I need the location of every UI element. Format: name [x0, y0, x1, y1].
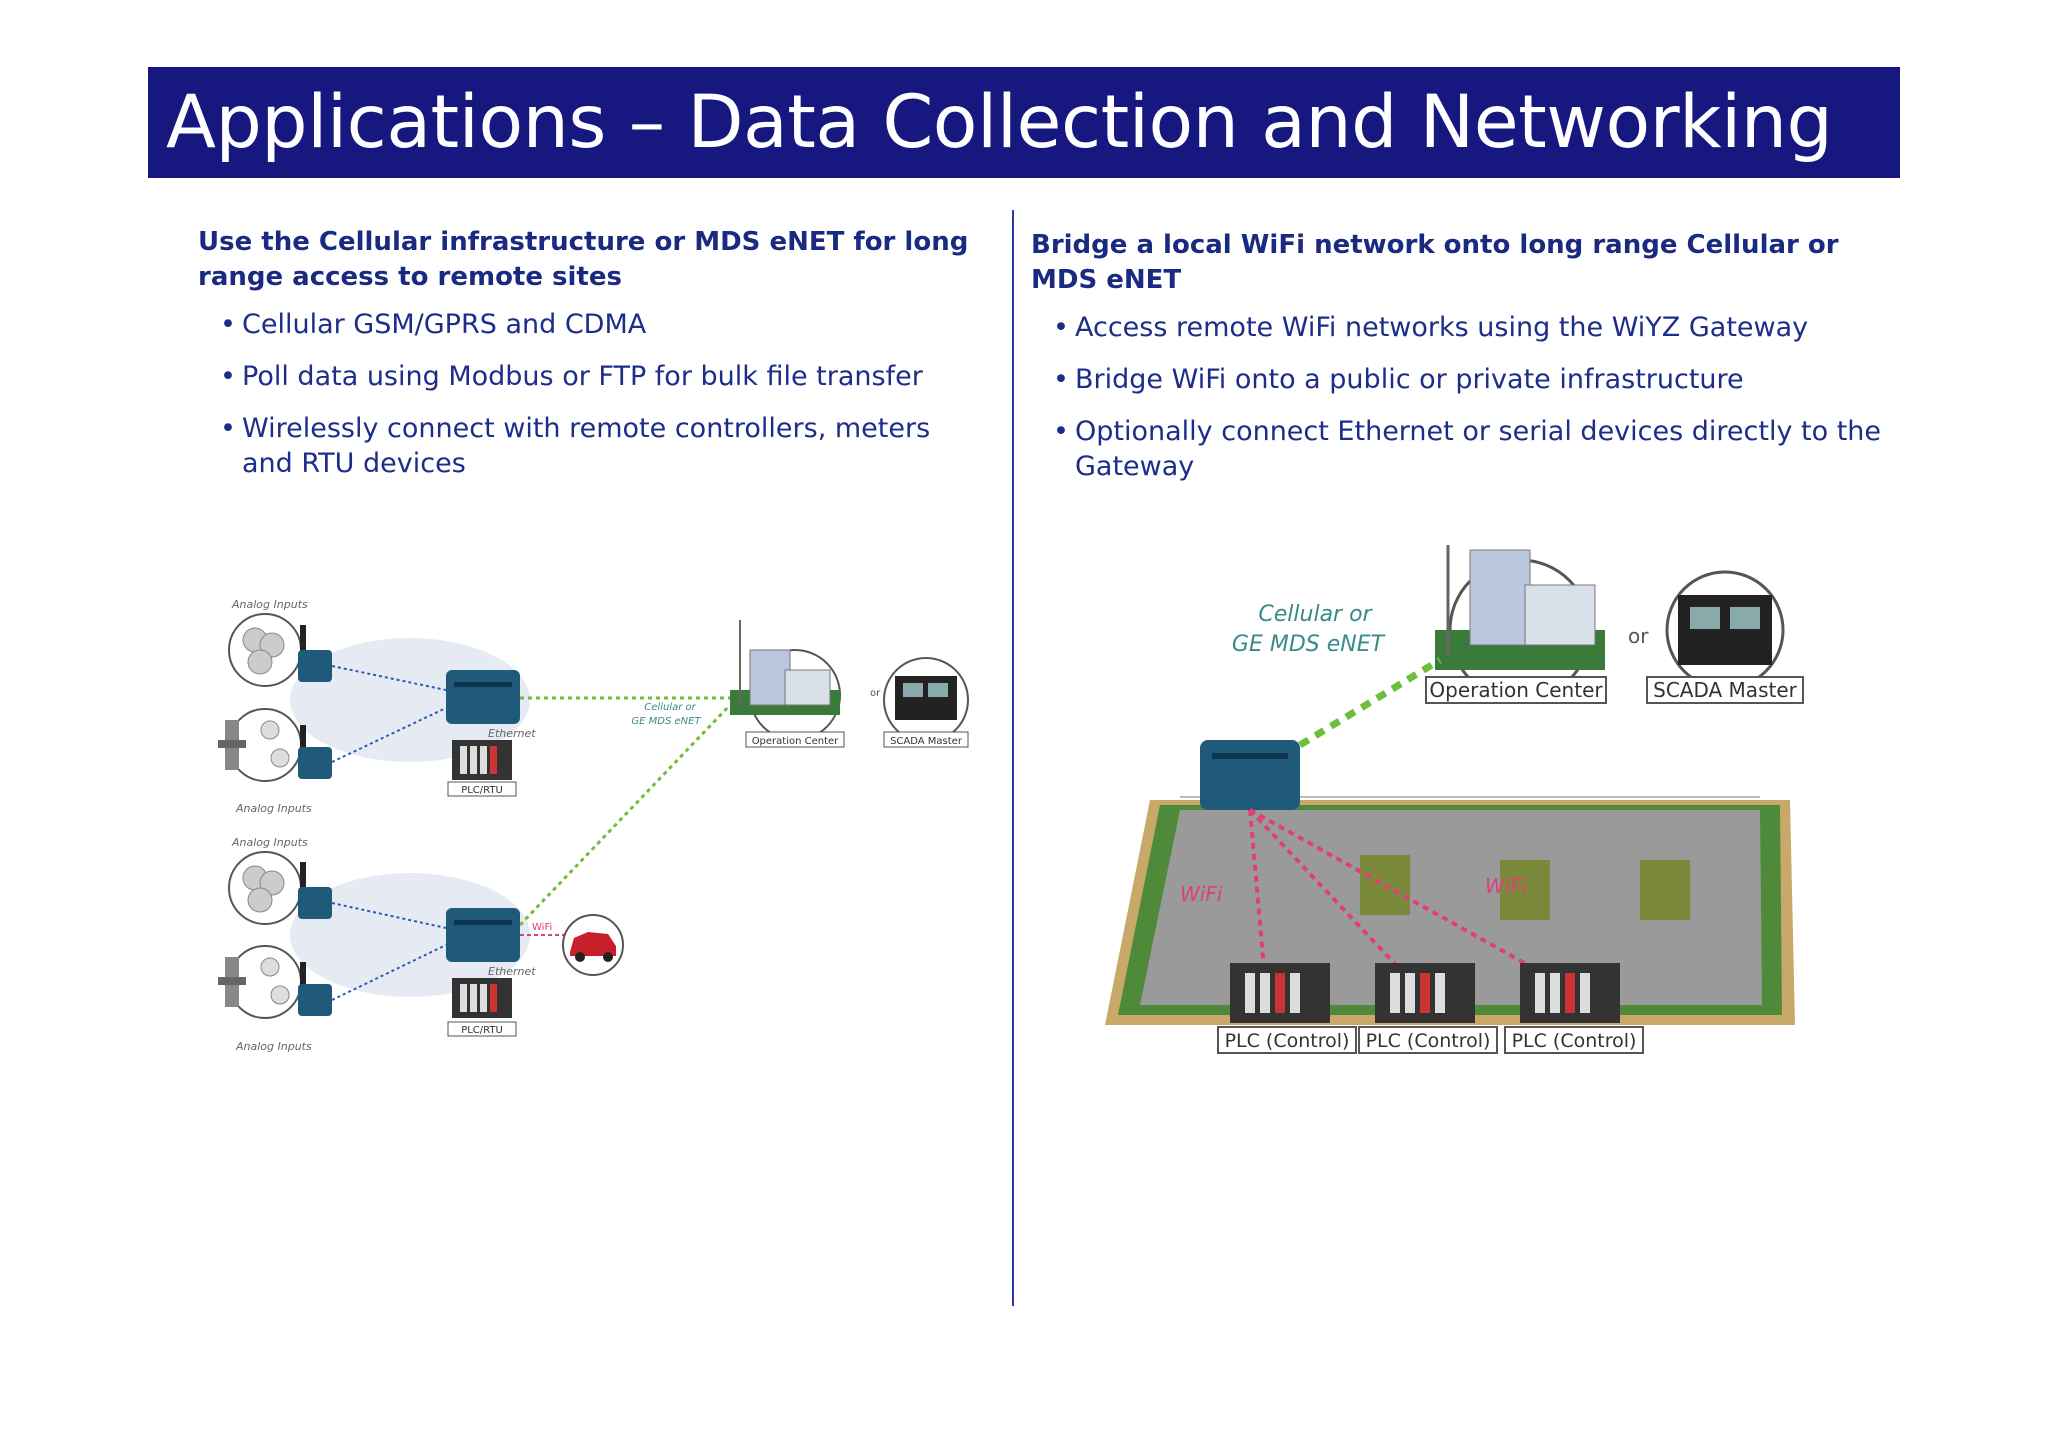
antenna-icon — [300, 725, 306, 753]
operation-center-label: Operation Center — [752, 736, 839, 747]
analog-inputs-label: Analog Inputs — [231, 598, 308, 611]
cellular-label: Cellular or — [644, 702, 696, 713]
plc-control-label: PLC (Control) — [1225, 1030, 1350, 1052]
cellular-label: Cellular or — [1258, 602, 1373, 627]
antenna-icon — [300, 862, 306, 890]
building-icon — [749, 649, 791, 706]
gateway-icon — [446, 670, 520, 724]
wifi-link — [1249, 808, 1556, 982]
coverage-halo — [290, 873, 530, 997]
left-bullet-list: Cellular GSM/GPRS and CDMA Poll data usi… — [198, 307, 988, 481]
radio-transmitter-icon — [298, 984, 332, 1016]
scada-master-label: SCADA Master — [1653, 678, 1798, 702]
right-column: Bridge a local WiFi network onto long ra… — [1031, 228, 1901, 501]
car-icon — [570, 932, 616, 956]
cellular-link — [1298, 657, 1442, 748]
radio-transmitter-icon — [298, 650, 332, 682]
wifi-label: WiFi — [1485, 874, 1528, 898]
wifi-link — [1248, 808, 1412, 982]
right-heading: Bridge a local WiFi network onto long ra… — [1031, 230, 1839, 295]
gateway-icon — [446, 908, 520, 962]
plc-rtu-label: PLC/RTU — [461, 785, 503, 796]
tank-icon — [242, 627, 285, 675]
wifi-label: WiFi — [1180, 882, 1223, 906]
cellular-label: GE MDS eNET — [1232, 632, 1386, 657]
right-bullet: Bridge WiFi onto a public or private inf… — [1031, 362, 1901, 397]
plc-control-label: PLC (Control) — [1366, 1030, 1491, 1052]
or-label: or — [870, 688, 881, 699]
transformer-icon — [1500, 860, 1550, 920]
left-network-diagram: Analog Inputs Analog Inputs Ethernet PLC… — [210, 590, 990, 1060]
left-bullet: Wirelessly connect with remote controlle… — [198, 411, 988, 481]
or-label: or — [1628, 624, 1649, 648]
page-title: Applications – Data Collection and Netwo… — [166, 80, 1833, 165]
analog-inputs-label: Analog Inputs — [235, 802, 312, 815]
left-heading: Use the Cellular infrastructure or MDS e… — [198, 227, 969, 292]
antenna-icon — [300, 962, 306, 990]
column-divider — [1012, 210, 1014, 1306]
analog-inputs-label: Analog Inputs — [231, 836, 308, 849]
transformer-icon — [1640, 860, 1690, 920]
scada-console-icon — [895, 676, 957, 720]
wifi-label: WiFi — [532, 922, 552, 933]
right-bullet: Optionally connect Ethernet or serial de… — [1031, 414, 1901, 484]
wellhead-icon — [218, 720, 290, 770]
ethernet-label: Ethernet — [488, 727, 536, 740]
scada-console-icon — [1678, 595, 1772, 665]
right-diagram-svg: Cellular or GE MDS eNET Operation Center… — [1105, 545, 1804, 1054]
right-bullet: Access remote WiFi networks using the Wi… — [1031, 310, 1901, 345]
right-network-diagram: Cellular or GE MDS eNET Operation Center… — [1100, 535, 1830, 1065]
wireless-link — [331, 665, 447, 691]
building-icon — [1469, 549, 1531, 646]
radio-transmitter-icon — [298, 747, 332, 779]
plc-control-label: PLC (Control) — [1512, 1030, 1637, 1052]
left-bullet: Cellular GSM/GPRS and CDMA — [198, 307, 988, 342]
left-column: Use the Cellular infrastructure or MDS e… — [198, 225, 988, 498]
left-diagram-svg: Analog Inputs Analog Inputs Ethernet PLC… — [218, 598, 969, 1053]
operation-center-label: Operation Center — [1429, 678, 1603, 702]
antenna-icon — [300, 625, 306, 653]
cellular-label: GE MDS eNET — [631, 716, 701, 727]
scada-master-label: SCADA Master — [890, 736, 963, 747]
title-bar: Applications – Data Collection and Netwo… — [148, 67, 1900, 178]
cellular-link — [518, 703, 732, 927]
gateway-icon — [1200, 740, 1300, 810]
right-bullet-list: Access remote WiFi networks using the Wi… — [1031, 310, 1901, 484]
radio-transmitter-icon — [298, 887, 332, 919]
left-bullet: Poll data using Modbus or FTP for bulk f… — [198, 359, 988, 394]
plc-rtu-label: PLC/RTU — [461, 1025, 503, 1036]
ethernet-label: Ethernet — [488, 965, 536, 978]
wireless-link — [331, 902, 447, 929]
analog-inputs-label: Analog Inputs — [235, 1040, 312, 1053]
